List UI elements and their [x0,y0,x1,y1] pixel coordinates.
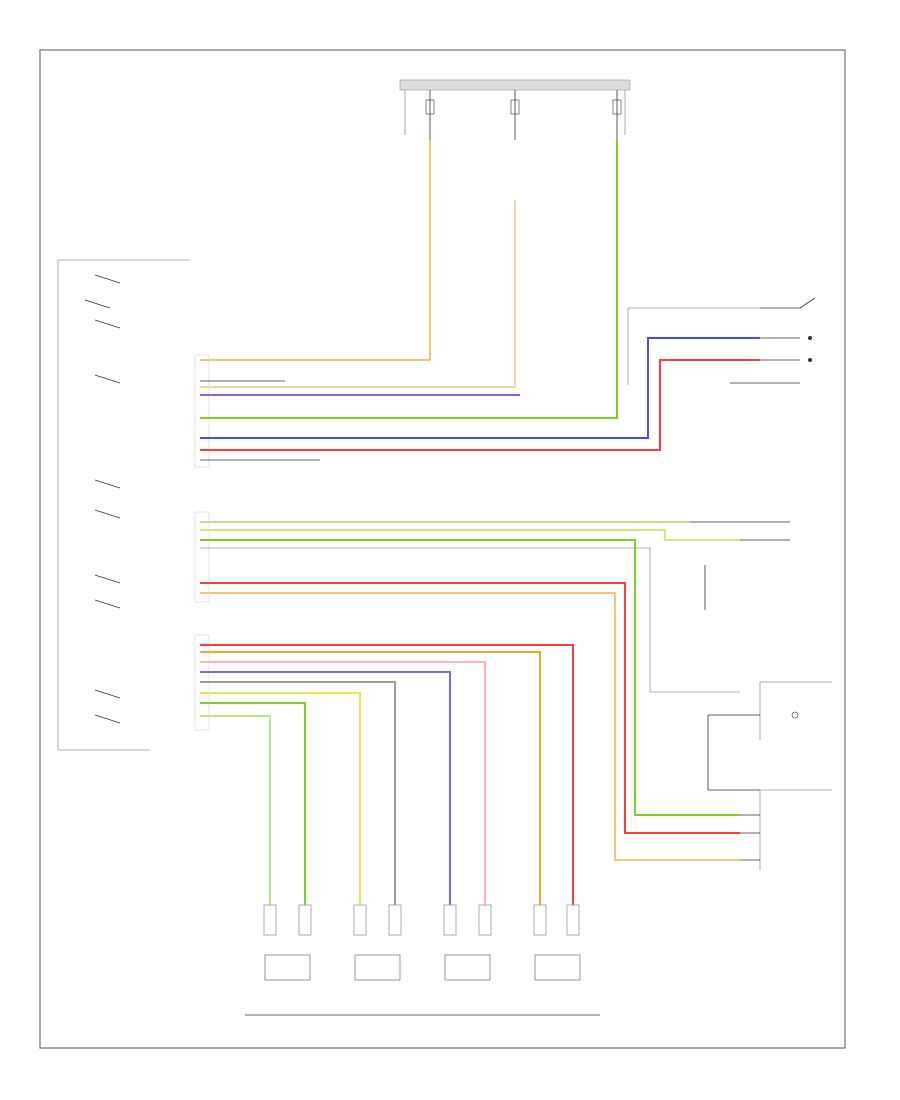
left-connector-pins [194,354,210,731]
right-module-upper [707,681,832,791]
wire-blue [200,337,760,439]
wire-green-b [200,702,306,905]
wire-yellow-green [200,529,740,541]
wire-red-1 [200,644,574,905]
wire-gray-b [200,681,396,905]
wire-orange-mid [200,592,740,861]
wire-light-orange-mid [200,200,516,388]
wire-green-long [200,539,740,816]
right-switch-upper [730,297,816,384]
wire-red-mid [200,582,740,834]
diagram-border [39,49,846,1049]
right-switch-lower [690,521,790,610]
right-module-lower [740,789,832,870]
wire-orange-1 [200,651,541,905]
wire-red-top [200,359,760,451]
bottom-motors [245,904,600,1016]
wire-orange-top [200,140,431,361]
wire-pink [200,661,486,905]
wire-gray-mid [200,547,740,693]
wire-purple-b [200,671,451,905]
fuse-box-top [399,79,631,140]
wire-green-top [200,140,618,419]
wire-light-green-b [200,715,271,905]
left-switch-module [57,259,190,751]
wire-yellow-b [200,692,361,905]
